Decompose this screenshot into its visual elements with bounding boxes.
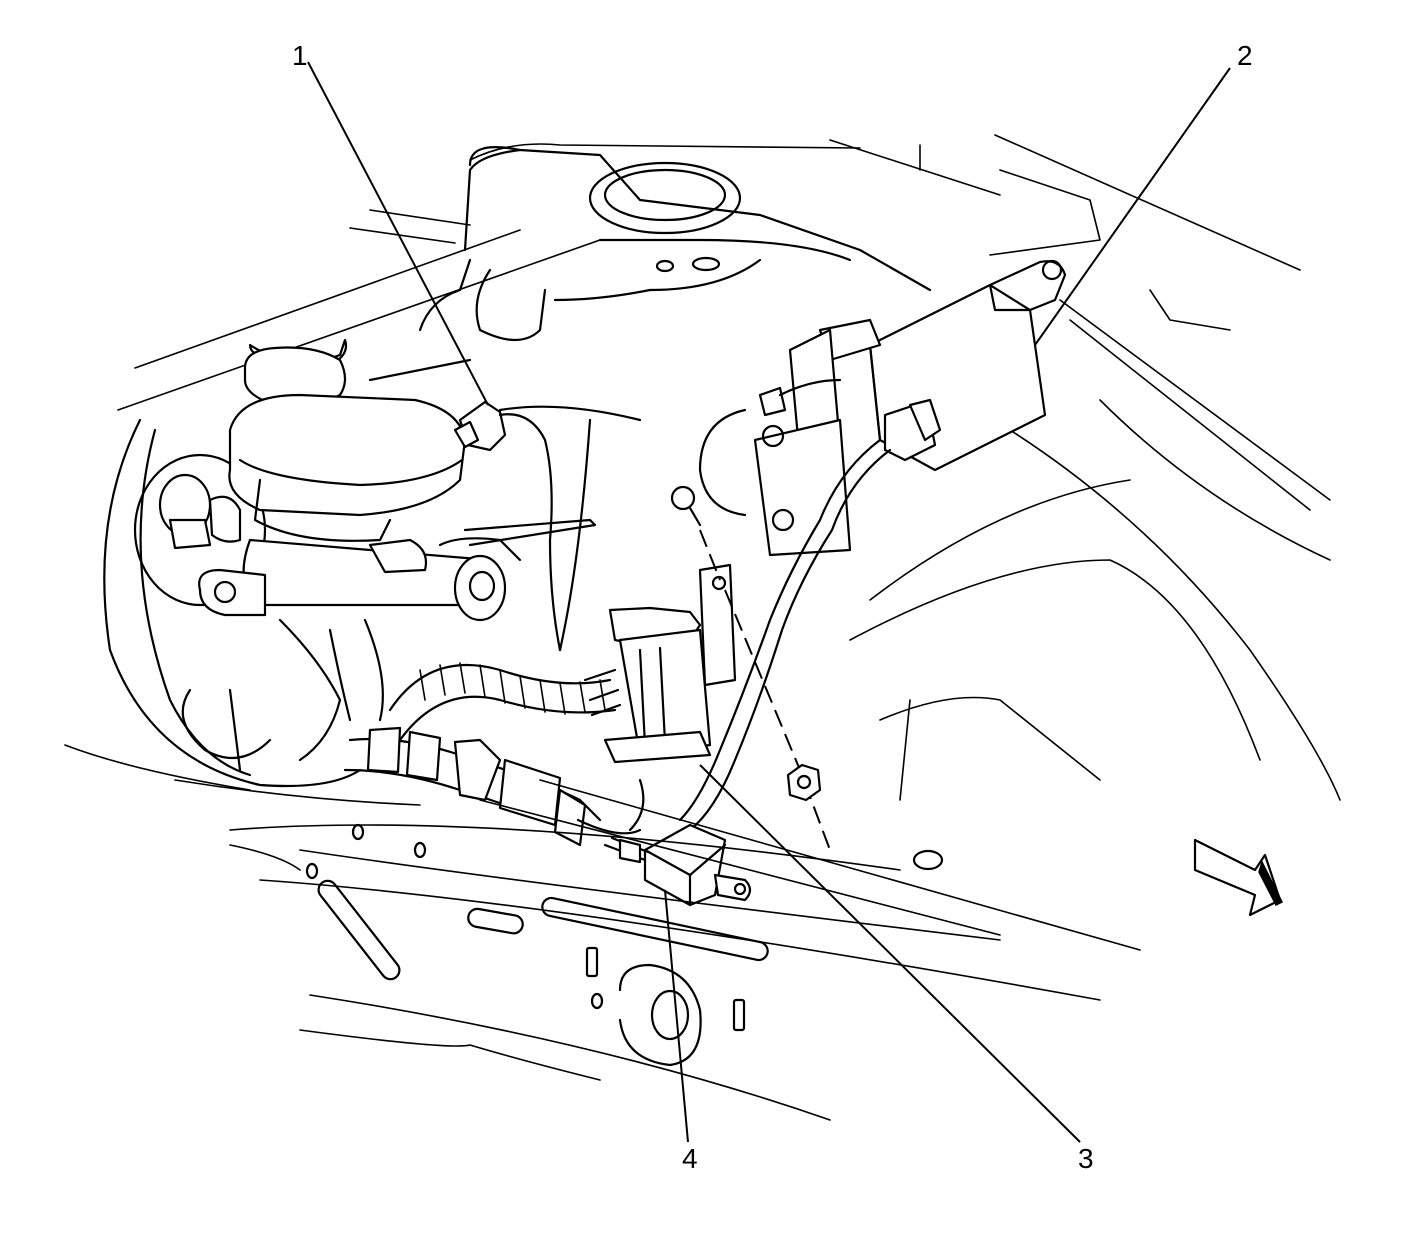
callout-label-3: 3: [1078, 1143, 1094, 1174]
lower-harness: [343, 726, 645, 847]
radiator-support: [229, 779, 1141, 1121]
callout-label-4: 4: [682, 1143, 698, 1174]
callout-label-1: 1: [292, 40, 308, 71]
callout-label-2: 2: [1237, 40, 1253, 71]
callout-line-3: [699, 764, 1081, 1143]
callout-line-2: [1034, 67, 1231, 346]
component-2-module: [678, 259, 1067, 832]
master-cylinder: [168, 338, 597, 622]
callout-line-4: [664, 889, 689, 1143]
component-3-harness-connector: [388, 485, 831, 851]
firewall: [368, 146, 932, 652]
callout-line-1: [307, 61, 489, 406]
callout-lines: [307, 61, 1231, 1143]
front-direction-arrow-icon: [1193, 838, 1284, 917]
body-panels: [64, 134, 1341, 806]
component-1-connector: [453, 400, 562, 652]
